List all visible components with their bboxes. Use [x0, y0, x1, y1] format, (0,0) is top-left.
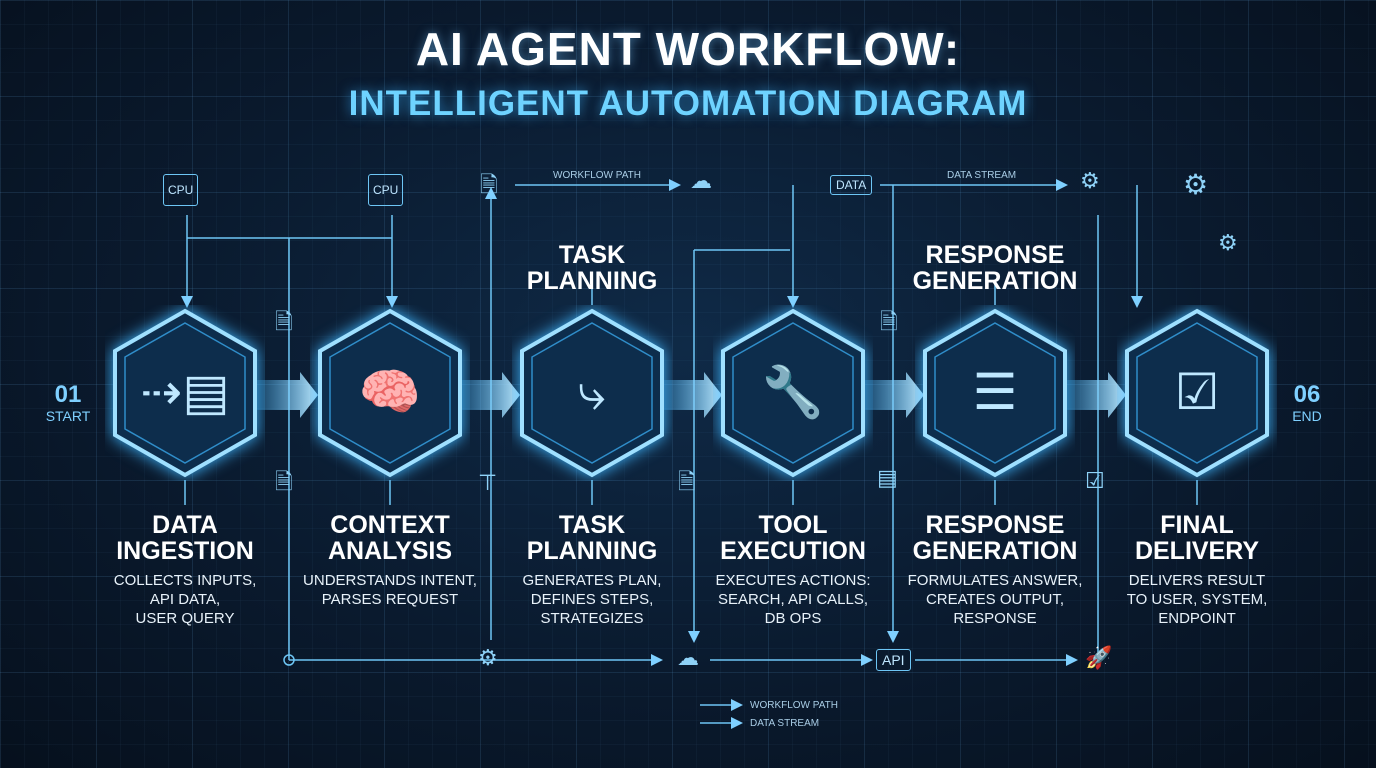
top-label-line: RESPONSE — [925, 241, 1065, 269]
data-box: DATA — [830, 175, 873, 195]
step-title-line: TOOL — [758, 511, 828, 539]
rocket-icon: 🚀 — [1085, 645, 1113, 670]
step-description-line: EXECUTES ACTIONS: — [715, 572, 871, 589]
step-description-line: RESPONSE — [953, 610, 1037, 627]
step-description: GENERATES PLAN, DEFINES STEPS, STRATEGIZES — [492, 571, 692, 628]
step-description-line: FORMULATES ANSWER, — [907, 572, 1083, 589]
step-title-line: INGESTION — [116, 537, 254, 565]
step-title-line: DELIVERY — [1134, 537, 1260, 565]
top-label-line: PLANNING — [526, 267, 658, 295]
step-description-line: DEFINES STEPS, — [530, 591, 654, 608]
start-number: 01 — [54, 381, 82, 408]
step-description-line: UNDERSTANDS INTENT, — [303, 572, 477, 589]
terminal-icon: ▤ — [877, 465, 898, 490]
hexagon-shape — [113, 308, 257, 478]
step-hexagon: ☰ — [915, 305, 1075, 481]
step-title-line: CONTEXT — [330, 511, 450, 539]
cloud-download-icon: ☁ — [677, 645, 699, 670]
api-box: API — [876, 649, 911, 671]
hexagon-shape — [520, 308, 664, 478]
step-description-line: API DATA, — [149, 591, 221, 608]
step-hexagon: 🧠 — [310, 305, 470, 481]
wrench-icon: 🔧 — [761, 364, 825, 420]
step-hexagon: ⤷ — [512, 305, 672, 481]
gear-check-icon: ⚙ — [1183, 169, 1209, 200]
document-icon: 🗎 — [678, 469, 696, 494]
step-description: DELIVERS RESULT TO USER, SYSTEM, ENDPOINT — [1097, 571, 1297, 628]
step-description: COLLECTS INPUTS, API DATA, USER QUERY — [85, 571, 285, 628]
step-description-line: DELIVERS RESULT — [1128, 572, 1266, 589]
title-line-2: INTELLIGENT AUTOMATION DIAGRAM — [348, 84, 1028, 123]
hexagon-shape — [318, 308, 462, 478]
top-label-task-planning: TASK PLANNING — [492, 242, 692, 294]
step-description-line: SEARCH, API CALLS, — [717, 591, 869, 608]
checkbox-icon: ☑ — [1085, 468, 1105, 493]
step-title-line: EXECUTION — [720, 537, 866, 565]
legend-workflow-path: WORKFLOW PATH — [750, 700, 838, 711]
document-icon: 🗎 — [275, 309, 293, 334]
data-stream-annotation: DATA STREAM — [947, 170, 1017, 181]
gears-icon: ⚙ — [1218, 230, 1238, 255]
flowchart-icon: ⤷ — [578, 364, 606, 420]
end-number: 06 — [1293, 381, 1321, 408]
end-label: END — [1292, 408, 1322, 424]
gear-icon: ⚙ — [1080, 168, 1100, 193]
workflow-path-annotation: WORKFLOW PATH — [553, 170, 641, 181]
top-label-line: TASK — [558, 241, 626, 269]
step-title-line: FINAL — [1160, 511, 1234, 539]
step-title-line: DATA — [152, 511, 218, 539]
step-description-line: ENDPOINT — [1158, 610, 1236, 627]
step-title-line: TASK — [558, 511, 626, 539]
step-title-line: GENERATION — [912, 537, 1078, 565]
cpu-chip-icon: CPU — [163, 174, 199, 206]
top-label-response-generation: RESPONSE GENERATION — [895, 242, 1095, 294]
step-description-line: GENERATES PLAN, — [522, 572, 662, 589]
step-description-line: USER QUERY — [135, 610, 235, 627]
top-label-line: GENERATION — [912, 267, 1078, 295]
hexagon-shape — [923, 308, 1067, 478]
step-description: FORMULATES ANSWER, CREATES OUTPUT, RESPONS… — [895, 571, 1095, 628]
step-title-line: ANALYSIS — [327, 537, 453, 565]
start-label: START — [45, 408, 91, 424]
brain-icon: 🧠 — [358, 364, 422, 420]
code-doc-icon: 🗎 — [880, 309, 898, 334]
step-description-line: COLLECTS INPUTS, — [113, 572, 257, 589]
step-title-line: PLANNING — [526, 537, 658, 565]
step-description: UNDERSTANDS INTENT, PARSES REQUEST — [290, 571, 490, 609]
rocket-icon: ☰ — [972, 364, 1018, 420]
title-line-1: AI AGENT WORKFLOW: — [415, 23, 961, 75]
gear-frame-icon: ⚙ — [478, 645, 498, 670]
checklist-icon: ☑ — [1174, 364, 1220, 420]
step-title-line: RESPONSE — [925, 511, 1065, 539]
database-icon: ⇢▤ — [140, 364, 230, 420]
step-description: EXECUTES ACTIONS: SEARCH, API CALLS, DB OP… — [693, 571, 893, 628]
legend-data-stream: DATA STREAM — [750, 718, 820, 729]
hexagon-shape — [1125, 308, 1269, 478]
step-description-line: CREATES OUTPUT, — [925, 591, 1065, 608]
cpu-chip-icon: CPU — [368, 174, 404, 206]
step-description-line: TO USER, SYSTEM, — [1126, 591, 1268, 608]
step-hexagon: ⇢▤ — [105, 305, 265, 481]
step-hexagon: 🔧 — [713, 305, 873, 481]
step-description-line: DB OPS — [764, 610, 822, 627]
hexagon-shape — [721, 308, 865, 478]
step-description-line: STRATEGIZES — [540, 610, 644, 627]
document-icon: 🗎 — [480, 172, 498, 197]
cloud-icon: ☁ — [690, 168, 712, 193]
document-search-icon: 🗎 — [275, 469, 293, 494]
step-hexagon: ☑ — [1117, 305, 1277, 481]
hierarchy-icon: ⊤ — [478, 470, 498, 495]
step-description-line: PARSES REQUEST — [321, 591, 459, 608]
